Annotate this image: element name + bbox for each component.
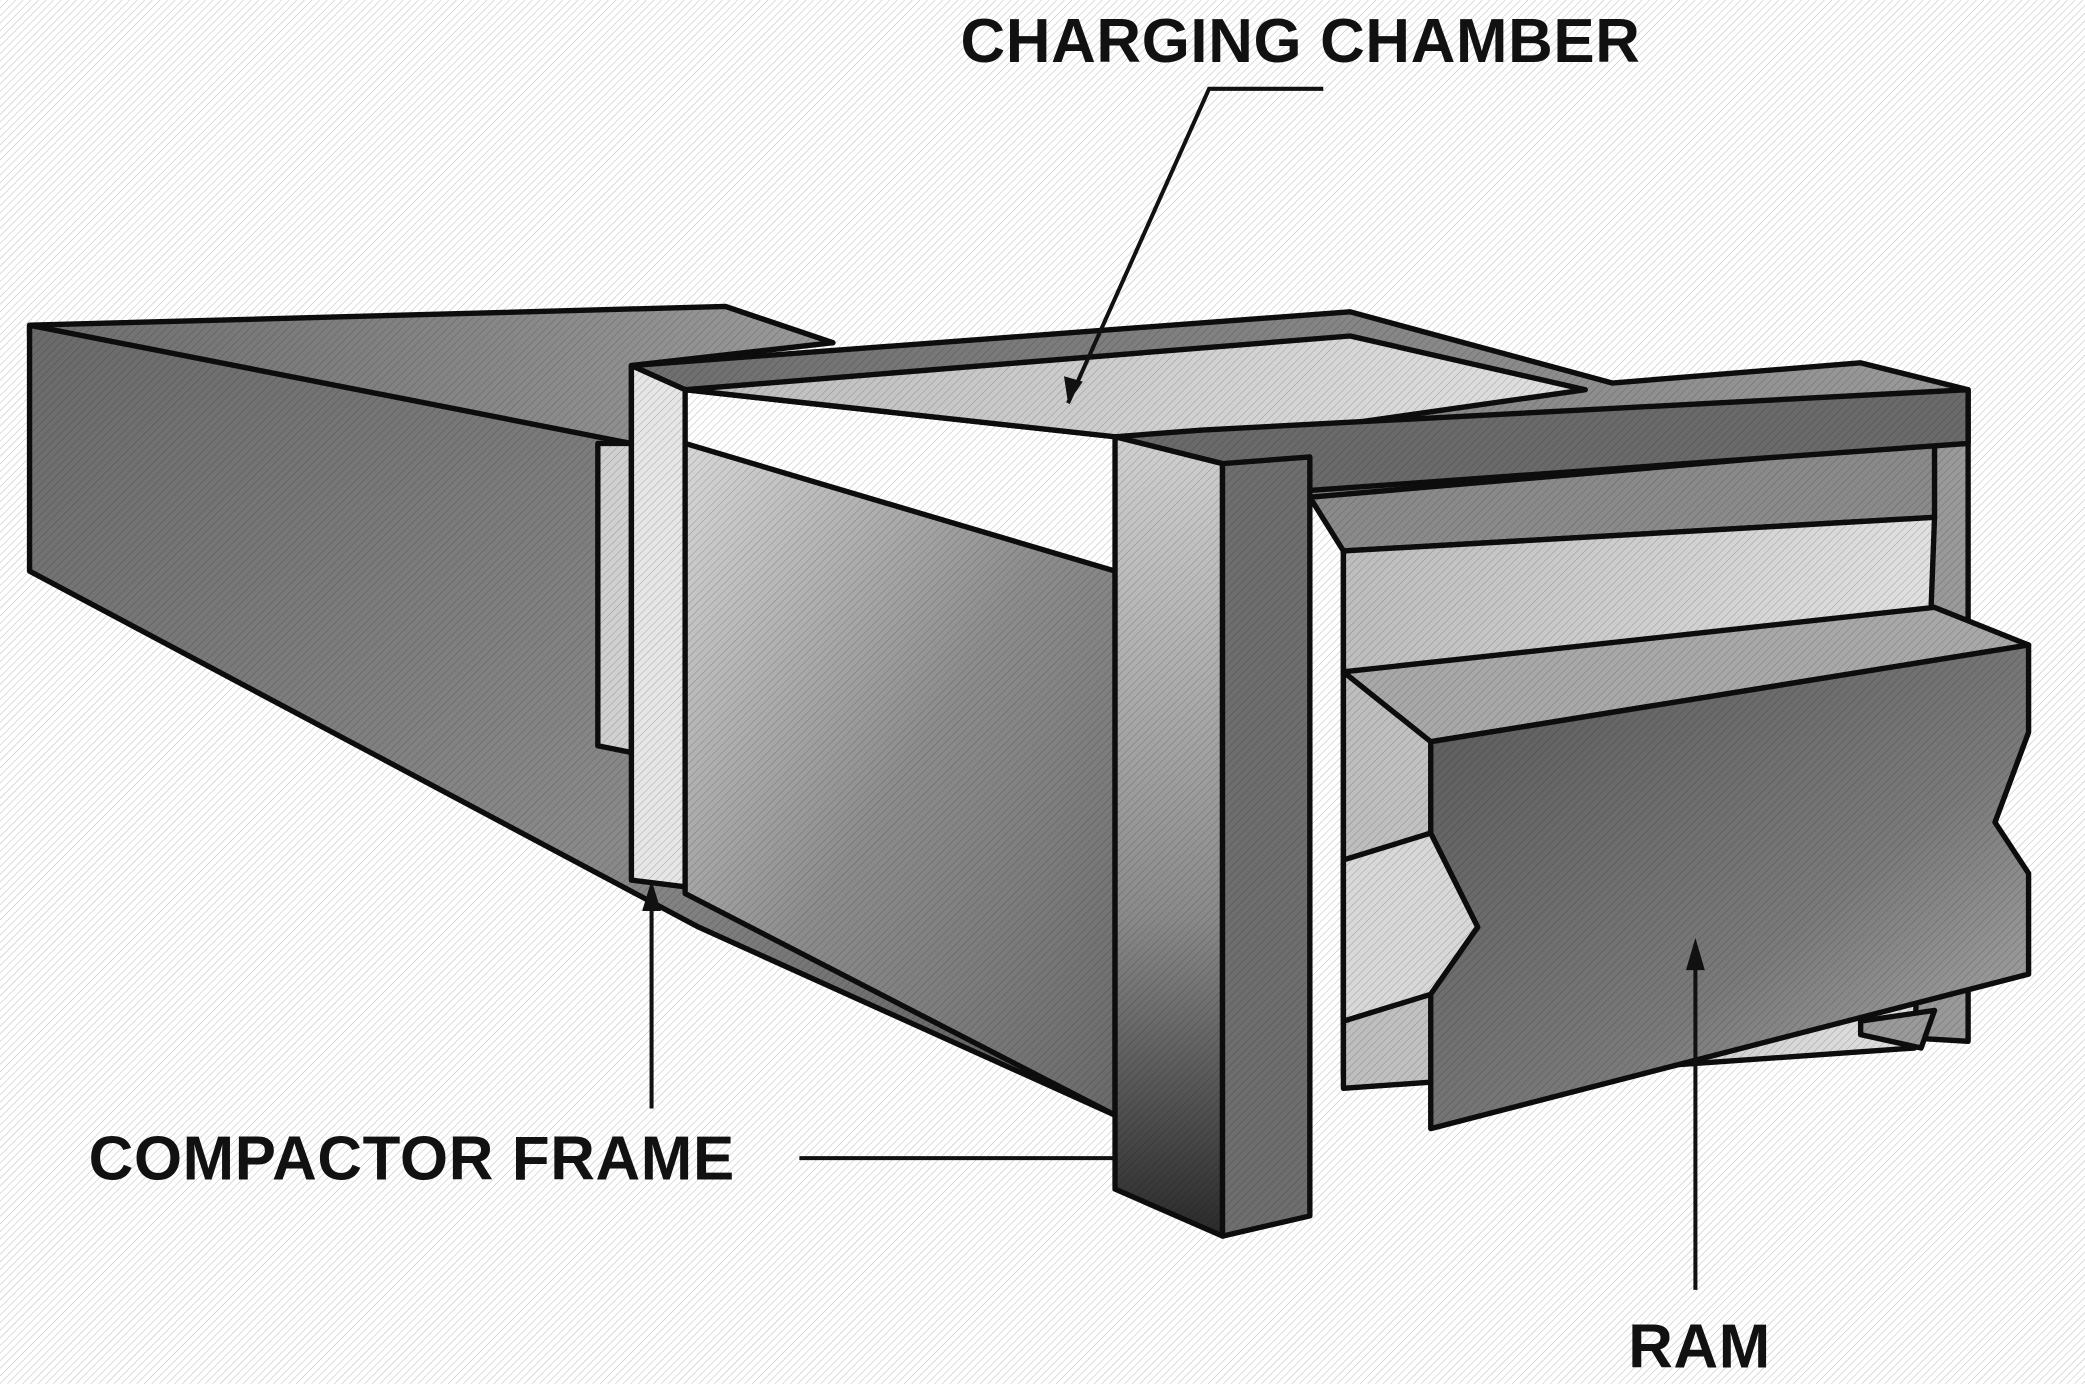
ram <box>1340 604 2032 1132</box>
charging-chamber-label: CHARGING CHAMBER <box>961 7 1641 76</box>
arrow-icon <box>1686 937 1705 971</box>
label-compactor-frame: COMPACTOR FRAME <box>89 880 1116 1194</box>
arrow-icon <box>1063 376 1083 404</box>
label-charging-chamber: CHARGING CHAMBER <box>961 7 1641 404</box>
label-ram: RAM <box>1628 937 1771 1382</box>
arrow-icon <box>642 880 661 911</box>
charging-chamber-leader <box>1066 86 1324 404</box>
compactor-frame-label: COMPACTOR FRAME <box>89 1125 735 1194</box>
ram-label: RAM <box>1628 1313 1771 1382</box>
